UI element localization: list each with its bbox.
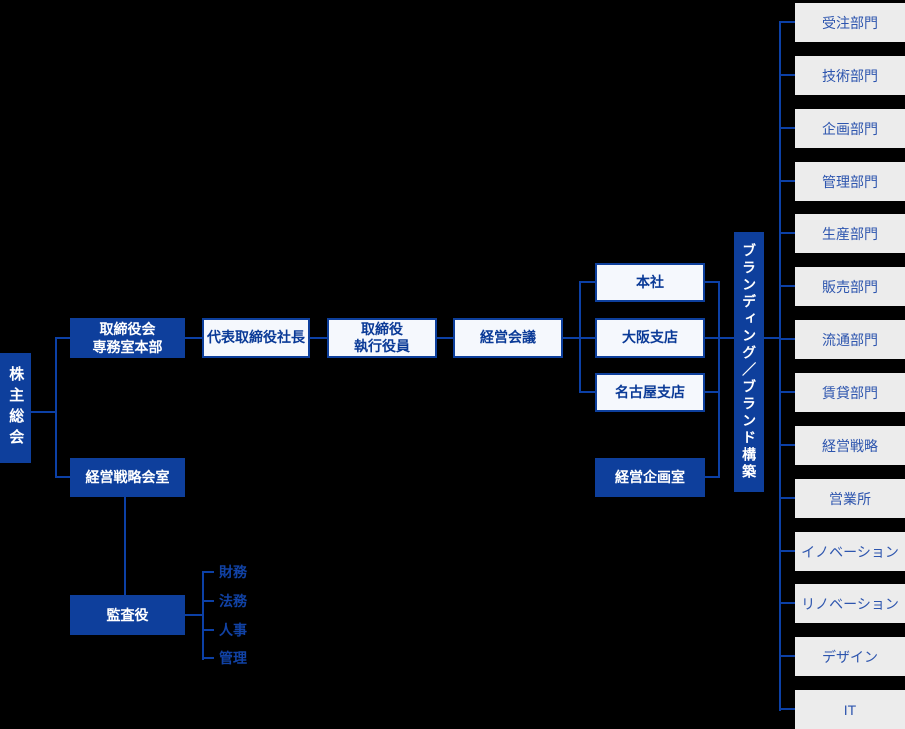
- node-label: 執行役員: [354, 338, 410, 354]
- node-strategy-office: 経営戦略会室: [70, 458, 185, 497]
- connector-line: [779, 708, 795, 710]
- connector-line: [779, 550, 795, 552]
- department-box: 流通部門: [795, 320, 905, 359]
- connector-line: [705, 476, 720, 478]
- connector-line: [779, 338, 795, 340]
- node-planning-office: 経営企画室: [595, 458, 705, 497]
- node-label: 取締役会: [99, 320, 156, 337]
- connector-line: [185, 614, 204, 616]
- connector-line: [55, 337, 72, 339]
- node-management-meeting: 経営会議: [453, 318, 563, 358]
- node-board-office: 取締役会 専務室本部: [70, 318, 185, 358]
- connector-line: [764, 337, 780, 339]
- connector-line: [718, 281, 720, 478]
- connector-line: [31, 411, 57, 413]
- department-box: イノベーション: [795, 532, 905, 571]
- connector-line: [563, 337, 581, 339]
- connector-line: [779, 180, 795, 182]
- department-box: デザイン: [795, 637, 905, 676]
- connector-line: [779, 655, 795, 657]
- node-branding: ブランディング／ブランド構築: [734, 232, 764, 492]
- department-box: 受注部門: [795, 3, 905, 42]
- connector-line: [579, 391, 595, 393]
- connector-line: [55, 337, 57, 478]
- connector-line: [437, 337, 453, 339]
- connector-line: [779, 602, 795, 604]
- department-box: IT: [795, 690, 905, 729]
- connector-line: [202, 600, 214, 602]
- connector-line: [579, 337, 595, 339]
- connector-line: [705, 391, 720, 393]
- connector-line: [310, 337, 327, 339]
- connector-line: [779, 21, 795, 23]
- connector-line: [779, 285, 795, 287]
- connector-line: [579, 281, 595, 283]
- department-box: 企画部門: [795, 109, 905, 148]
- department-box: 技術部門: [795, 56, 905, 95]
- node-label: 取締役: [361, 320, 403, 337]
- connector-line: [718, 337, 734, 339]
- connector-line: [55, 476, 72, 478]
- connector-line: [202, 629, 214, 631]
- node-osaka-branch: 大阪支店: [595, 318, 705, 358]
- department-box: 営業所: [795, 479, 905, 518]
- connector-line: [124, 497, 126, 595]
- department-box: 生産部門: [795, 214, 905, 253]
- connector-line: [779, 127, 795, 129]
- node-auditor: 監査役: [70, 595, 185, 635]
- department-box: 経営戦略: [795, 426, 905, 465]
- node-label: 専務室本部: [92, 339, 163, 355]
- connector-line: [185, 337, 202, 339]
- node-shareholders-meeting: 株主総会: [0, 353, 31, 463]
- connector-line: [779, 391, 795, 393]
- connector-line: [202, 571, 214, 573]
- connector-line: [705, 281, 720, 283]
- node-head-office: 本社: [595, 263, 705, 302]
- auditor-child-label: 管理: [219, 650, 247, 666]
- node-president: 代表取締役社長: [202, 318, 310, 358]
- connector-line: [779, 21, 781, 711]
- auditor-child-label: 法務: [219, 593, 247, 609]
- connector-line: [202, 657, 214, 659]
- auditor-child-label: 人事: [219, 622, 247, 638]
- connector-line: [779, 232, 795, 234]
- node-nagoya-branch: 名古屋支店: [595, 373, 705, 412]
- connector-line: [705, 337, 720, 339]
- node-executive-directors: 取締役 執行役員: [327, 318, 437, 358]
- connector-line: [779, 444, 795, 446]
- connector-line: [202, 571, 204, 660]
- connector-line: [779, 74, 795, 76]
- auditor-child-label: 財務: [219, 564, 247, 580]
- department-box: 賃貸部門: [795, 373, 905, 412]
- department-box: 管理部門: [795, 162, 905, 201]
- department-box: 販売部門: [795, 267, 905, 306]
- department-box: リノベーション: [795, 584, 905, 623]
- connector-line: [779, 497, 795, 499]
